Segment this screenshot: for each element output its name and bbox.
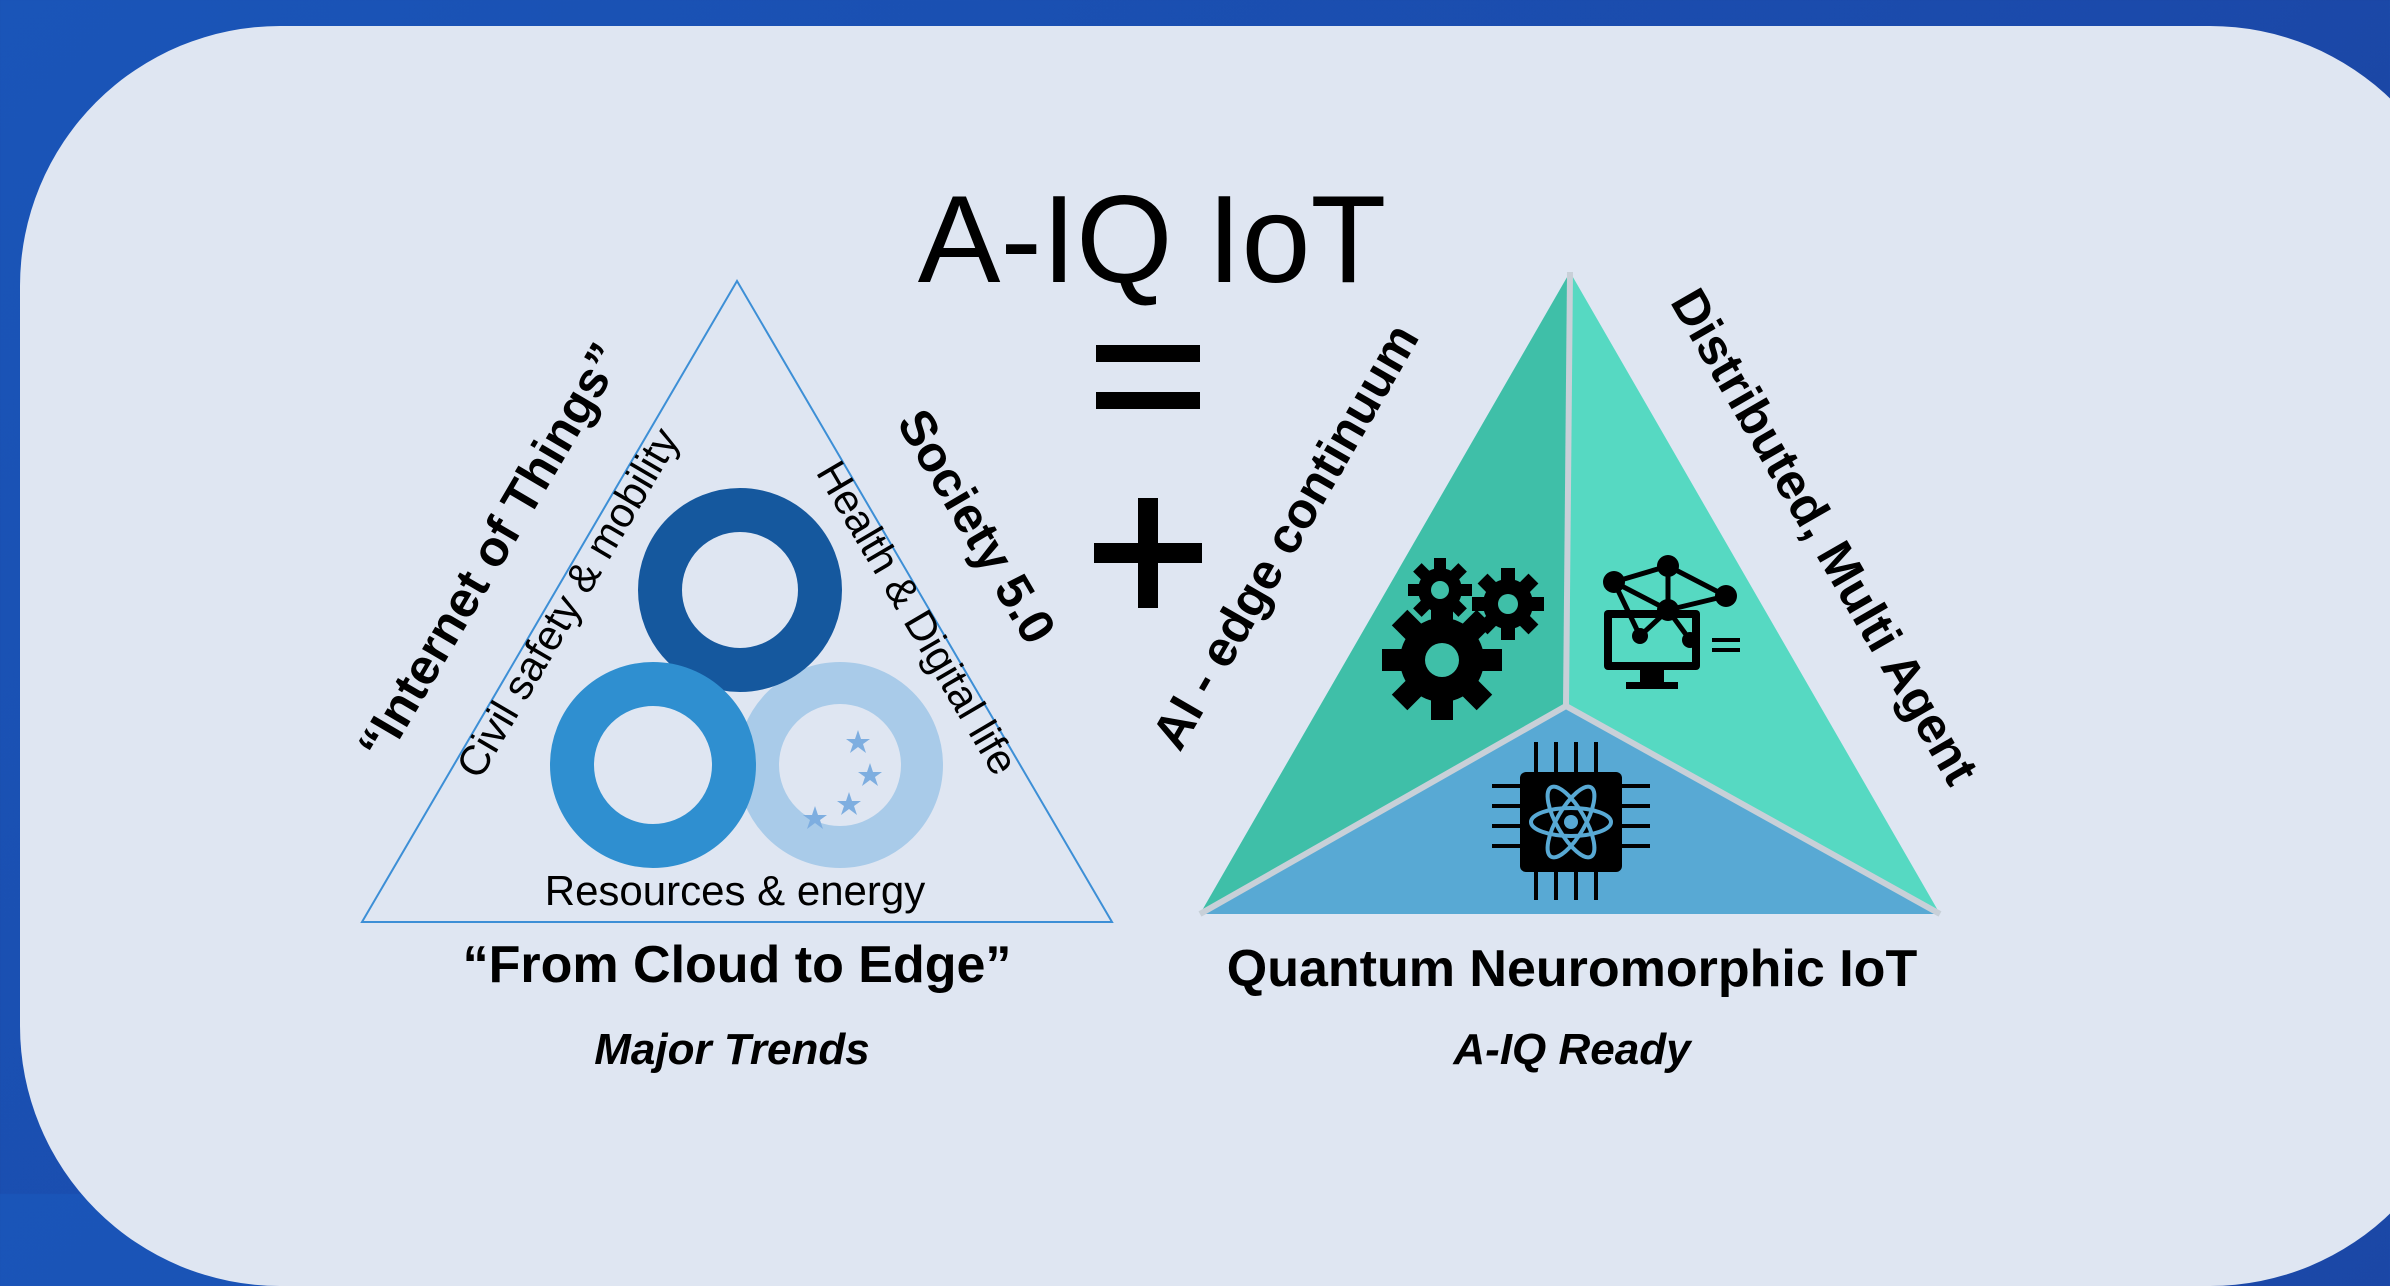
background-panel [20,26,2390,1286]
right-subcaption: A-IQ Ready [1452,1025,1693,1074]
left-caption: “From Cloud to Edge” [463,936,1012,994]
right-triangle: AI - edge continuum Distributed, Multi A… [1141,271,1990,1074]
network-computer-icon [1603,555,1740,689]
equals-sign [1096,345,1200,409]
trend-logo [550,488,943,868]
quantum-chip-icon [1492,742,1650,900]
gears-icon [1382,558,1544,720]
diagram-title: A-IQ IoT [918,171,1387,309]
star-icons [803,730,882,829]
left-subcaption: Major Trends [594,1025,869,1074]
inner-bottom-label: Resources & energy [545,867,926,914]
plus-sign [1094,498,1202,608]
left-triangle: “Internet of Things” Civil safety & mobi… [347,279,1114,1074]
right-caption: Quantum Neuromorphic IoT [1227,940,1918,998]
diagram-canvas: A-IQ IoT “Internet of Things” Civil safe… [347,171,1990,1074]
